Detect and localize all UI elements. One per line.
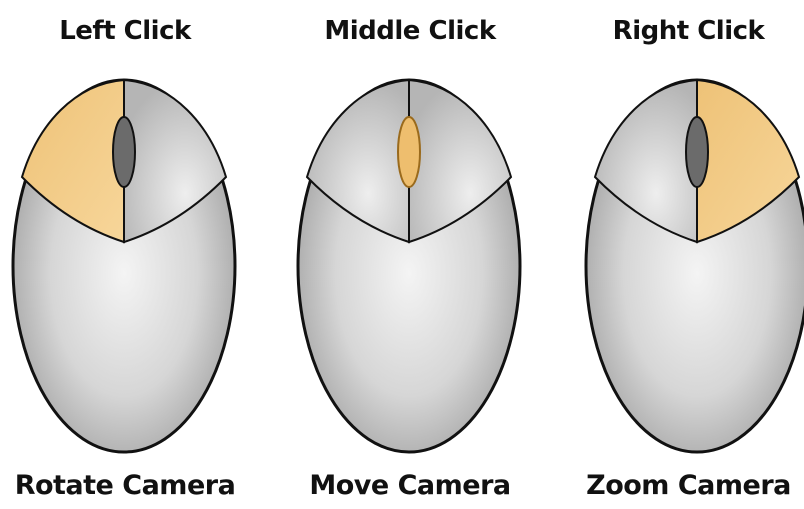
scroll-wheel	[398, 117, 420, 187]
left-click-title: Left Click	[0, 14, 250, 48]
panel-right-click: Right Click Zoom Camera	[573, 0, 804, 509]
left-click-caption: Rotate Camera	[0, 468, 250, 504]
mouse-icon	[0, 74, 250, 454]
mouse-icon	[573, 74, 804, 454]
right-click-title: Right Click	[573, 14, 804, 48]
panel-middle-click: Middle Click Move Camera	[285, 0, 535, 509]
right-click-caption: Zoom Camera	[573, 468, 804, 504]
middle-click-title: Middle Click	[285, 14, 535, 48]
scroll-wheel	[686, 117, 708, 187]
panel-left-click: Left Click Rotate Camera	[0, 0, 250, 509]
mouse-icon	[285, 74, 535, 454]
scroll-wheel	[113, 117, 135, 187]
middle-click-caption: Move Camera	[285, 468, 535, 504]
